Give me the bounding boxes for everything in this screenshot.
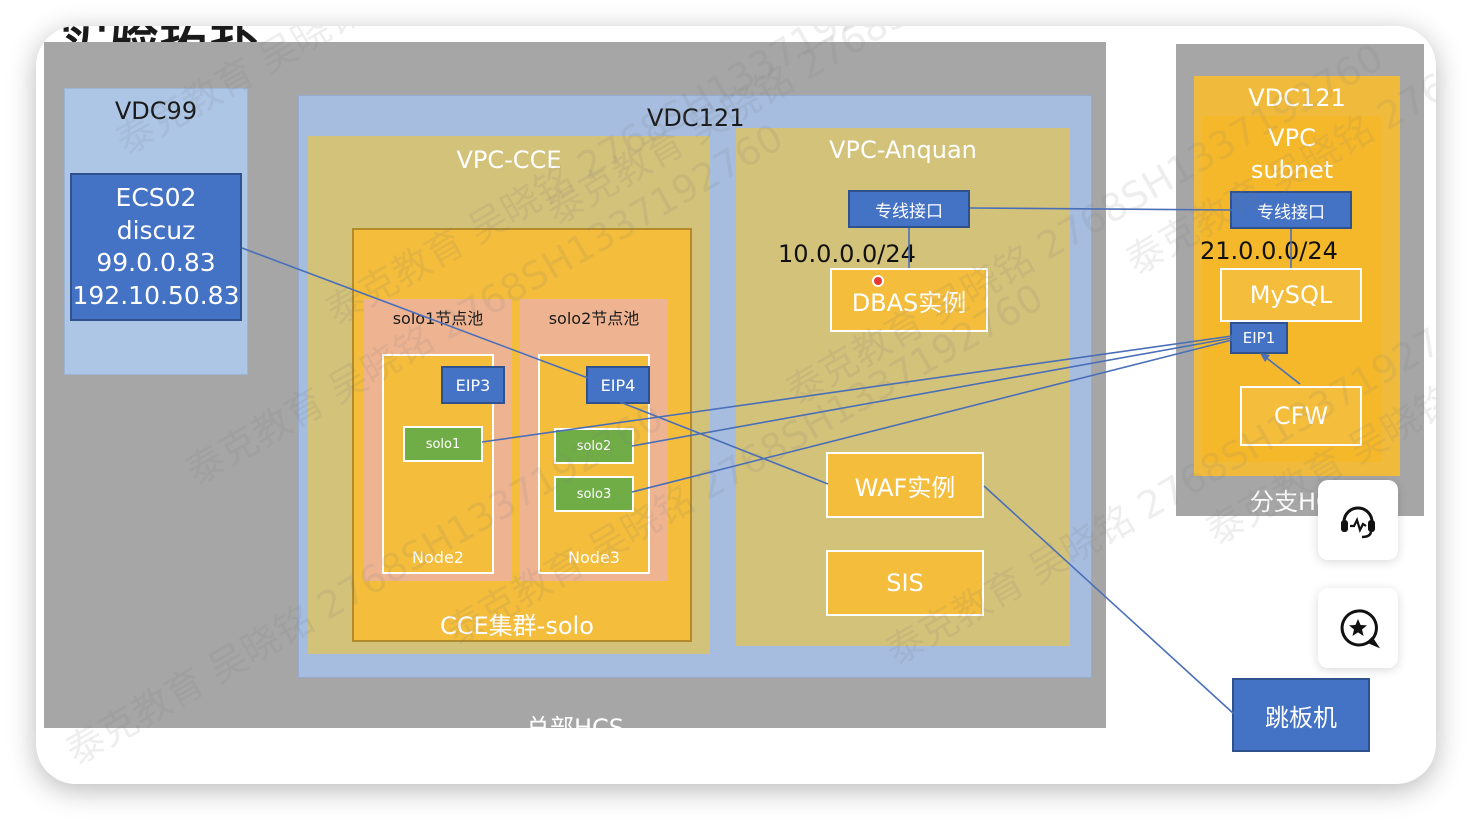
hq-dc-interface: 专线接口 (848, 190, 970, 228)
ecs02-server: ECS02 discuz 99.0.0.83 192.10.50.83 (70, 173, 242, 321)
vdc99-label: VDC99 (114, 97, 198, 125)
hq-dc-interface-label: 专线接口 (875, 201, 943, 222)
sis-instance: SIS (826, 550, 984, 616)
mysql-label: MySQL (1249, 281, 1333, 309)
vdc121-label: VDC121 (647, 104, 745, 132)
pod-solo1-label: solo1 (425, 436, 461, 452)
customer-service-button[interactable] (1318, 480, 1398, 560)
pod-solo3-label: solo3 (576, 486, 612, 502)
eip3-box: EIP3 (441, 366, 505, 404)
slide-card: 实验拓扑 总部HCS 分支HCS VDC99 ECS02 discuz 99.0… (36, 26, 1436, 784)
headset-icon (1341, 506, 1375, 539)
pod-solo1: solo1 (403, 426, 483, 462)
pool1-label: solo1节点池 (392, 309, 484, 328)
star-chat-icon (1340, 609, 1380, 649)
topology-slide: 实验拓扑 总部HCS 分支HCS VDC99 ECS02 discuz 99.0… (36, 26, 1436, 784)
ecs02-ip1: 99.0.0.83 (96, 248, 216, 277)
favorite-button[interactable] (1318, 588, 1398, 668)
eip4-box: EIP4 (586, 366, 650, 404)
branch-dc-interface-label: 专线接口 (1257, 202, 1325, 223)
eip1-label: EIP1 (1242, 329, 1276, 347)
branch-vpc-subnet-label: VPC subnet (1250, 124, 1334, 184)
vpc-anquan-label: VPC-Anquan (829, 136, 977, 164)
mysql-instance: MySQL (1220, 268, 1362, 322)
pod-solo2: solo2 (554, 428, 634, 464)
branch-subnet-label: 21.0.0.0/24 (1200, 237, 1338, 265)
hq-subnet-label: 10.0.0.0/24 (778, 240, 916, 268)
pod-solo2-label: solo2 (576, 438, 612, 454)
jump-host-label: 跳板机 (1265, 703, 1337, 732)
cce-cluster-label: CCE集群-solo (440, 612, 594, 640)
eip4-label: EIP4 (600, 375, 636, 395)
dbas-label: DBAS实例 (851, 288, 967, 317)
ecs02-app: discuz (116, 215, 196, 245)
node3-label: Node3 (568, 548, 620, 567)
dbas-instance: DBAS实例 (830, 268, 988, 332)
sis-label: SIS (886, 569, 924, 597)
eip3-label: EIP3 (455, 375, 491, 395)
eip1-box: EIP1 (1230, 322, 1288, 354)
vpc-cce-label: VPC-CCE (456, 146, 562, 174)
branch-vdc121-label: VDC121 (1248, 84, 1346, 112)
pool2-label: solo2节点池 (548, 309, 640, 328)
node2-label: Node2 (412, 548, 464, 567)
pod-solo3: solo3 (554, 476, 634, 512)
ecs02-name: ECS02 (115, 183, 197, 212)
cfw-instance: CFW (1240, 386, 1362, 446)
ecs02-ip2: 192.10.50.83 (72, 280, 240, 310)
jump-host: 跳板机 (1232, 678, 1370, 752)
waf-instance: WAF实例 (826, 452, 984, 518)
waf-label: WAF实例 (854, 473, 956, 502)
branch-dc-interface: 专线接口 (1230, 191, 1352, 229)
cfw-label: CFW (1273, 402, 1329, 430)
hq-label: 总部HCS (525, 714, 625, 742)
